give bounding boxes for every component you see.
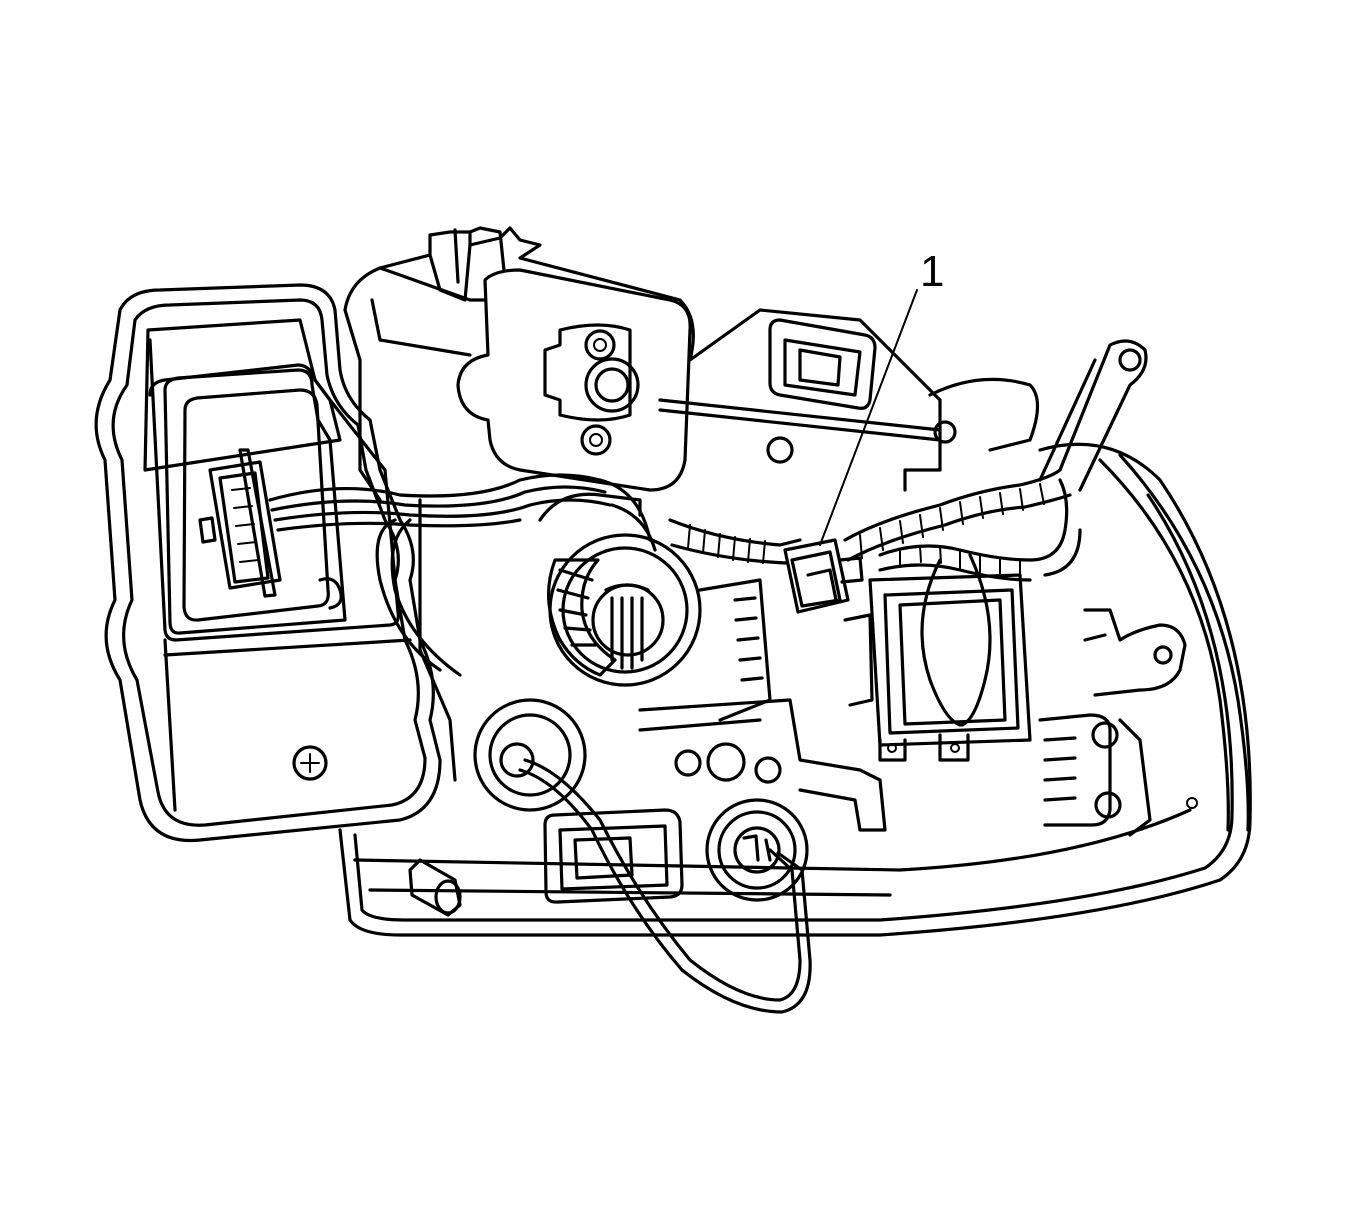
leveling-motor-box [456, 268, 957, 492]
rear-housing-body [343, 226, 942, 782]
turn-signal-module [843, 553, 1032, 762]
headlamp-housing [338, 442, 1252, 937]
wiring-loom [668, 468, 1082, 582]
low-beam-socket [538, 492, 772, 722]
park-lamp-socket [518, 758, 812, 1014]
access-cover [94, 283, 442, 843]
lower-adjusters [473, 698, 887, 832]
lower-right-mounts [1038, 713, 1198, 837]
upper-vent-slot [768, 318, 877, 410]
lower-vent-slot [408, 808, 684, 917]
callout-leader-line [819, 289, 918, 546]
harness-connector [783, 538, 864, 614]
harness-wires [268, 473, 657, 677]
cover-connector [198, 448, 282, 598]
callout-label-1: 1 [920, 247, 944, 296]
mounting-bracket [928, 339, 1187, 697]
